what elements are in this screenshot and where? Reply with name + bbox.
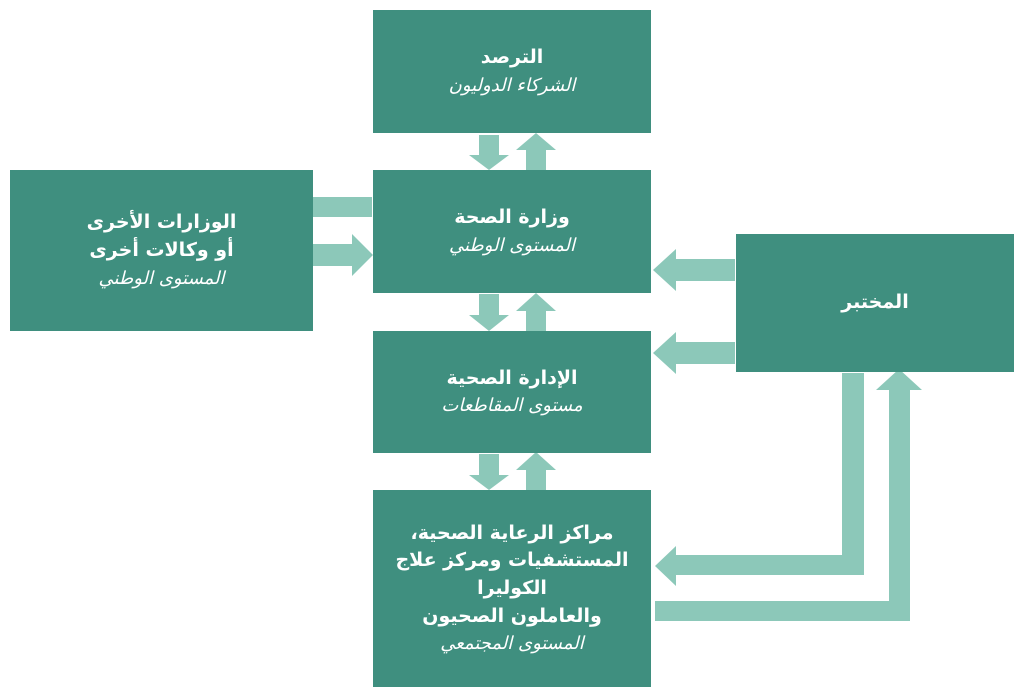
health-centers-title-line3: الكوليرا — [477, 577, 547, 599]
ministry-of-health-level: المستوى الوطني — [448, 234, 576, 256]
arrow-centers-to-laboratory — [655, 369, 922, 621]
arrow-administration-to-ministry — [516, 293, 556, 331]
ministry-of-health-box: وزارة الصحة المستوى الوطني — [373, 170, 651, 293]
surveillance-title: الترصد — [480, 46, 544, 69]
arrow-laboratory-to-centers — [655, 373, 864, 586]
arrow-ministry-to-administration — [469, 294, 509, 331]
health-administration-title: الإدارة الصحية — [446, 366, 578, 389]
other-ministries-box: الوزارات الأخرى أو وكالات أخرى المستوى ا… — [10, 170, 313, 331]
arrow-centers-to-administration — [516, 452, 556, 490]
health-centers-title-line2: المستشفيات ومركز علاج — [395, 549, 629, 572]
health-centers-box: مراكز الرعاية الصحية، المستشفيات ومركز ع… — [373, 490, 651, 687]
other-ministries-title-line2: أو وكالات أخرى — [89, 239, 234, 261]
ministry-of-health-title: وزارة الصحة — [454, 206, 570, 229]
arrow-laboratory-to-administration — [653, 332, 735, 374]
laboratory-title: المختبر — [841, 291, 909, 314]
arrow-surveillance-to-ministry — [469, 135, 509, 170]
health-centers-title-line1: مراكز الرعاية الصحية، — [410, 521, 614, 544]
health-centers-level: المستوى المجتمعي — [440, 633, 584, 655]
arrow-administration-to-centers — [469, 454, 509, 490]
arrow-laboratory-to-ministry — [653, 249, 735, 291]
other-ministries-level: المستوى الوطني — [98, 267, 225, 289]
health-centers-title-line4: والعاملون الصحيون — [422, 604, 602, 627]
laboratory-box: المختبر — [736, 234, 1014, 372]
arrow-ministry-to-surveillance — [516, 133, 556, 170]
health-administration-level: مستوى المقاطعات — [441, 395, 583, 417]
other-ministries-title-line1: الوزارات الأخرى — [86, 211, 237, 234]
surveillance-box: الترصد الشركاء الدوليون — [373, 10, 651, 133]
health-administration-box: الإدارة الصحية مستوى المقاطعات — [373, 331, 651, 453]
surveillance-level: الشركاء الدوليون — [448, 74, 576, 96]
